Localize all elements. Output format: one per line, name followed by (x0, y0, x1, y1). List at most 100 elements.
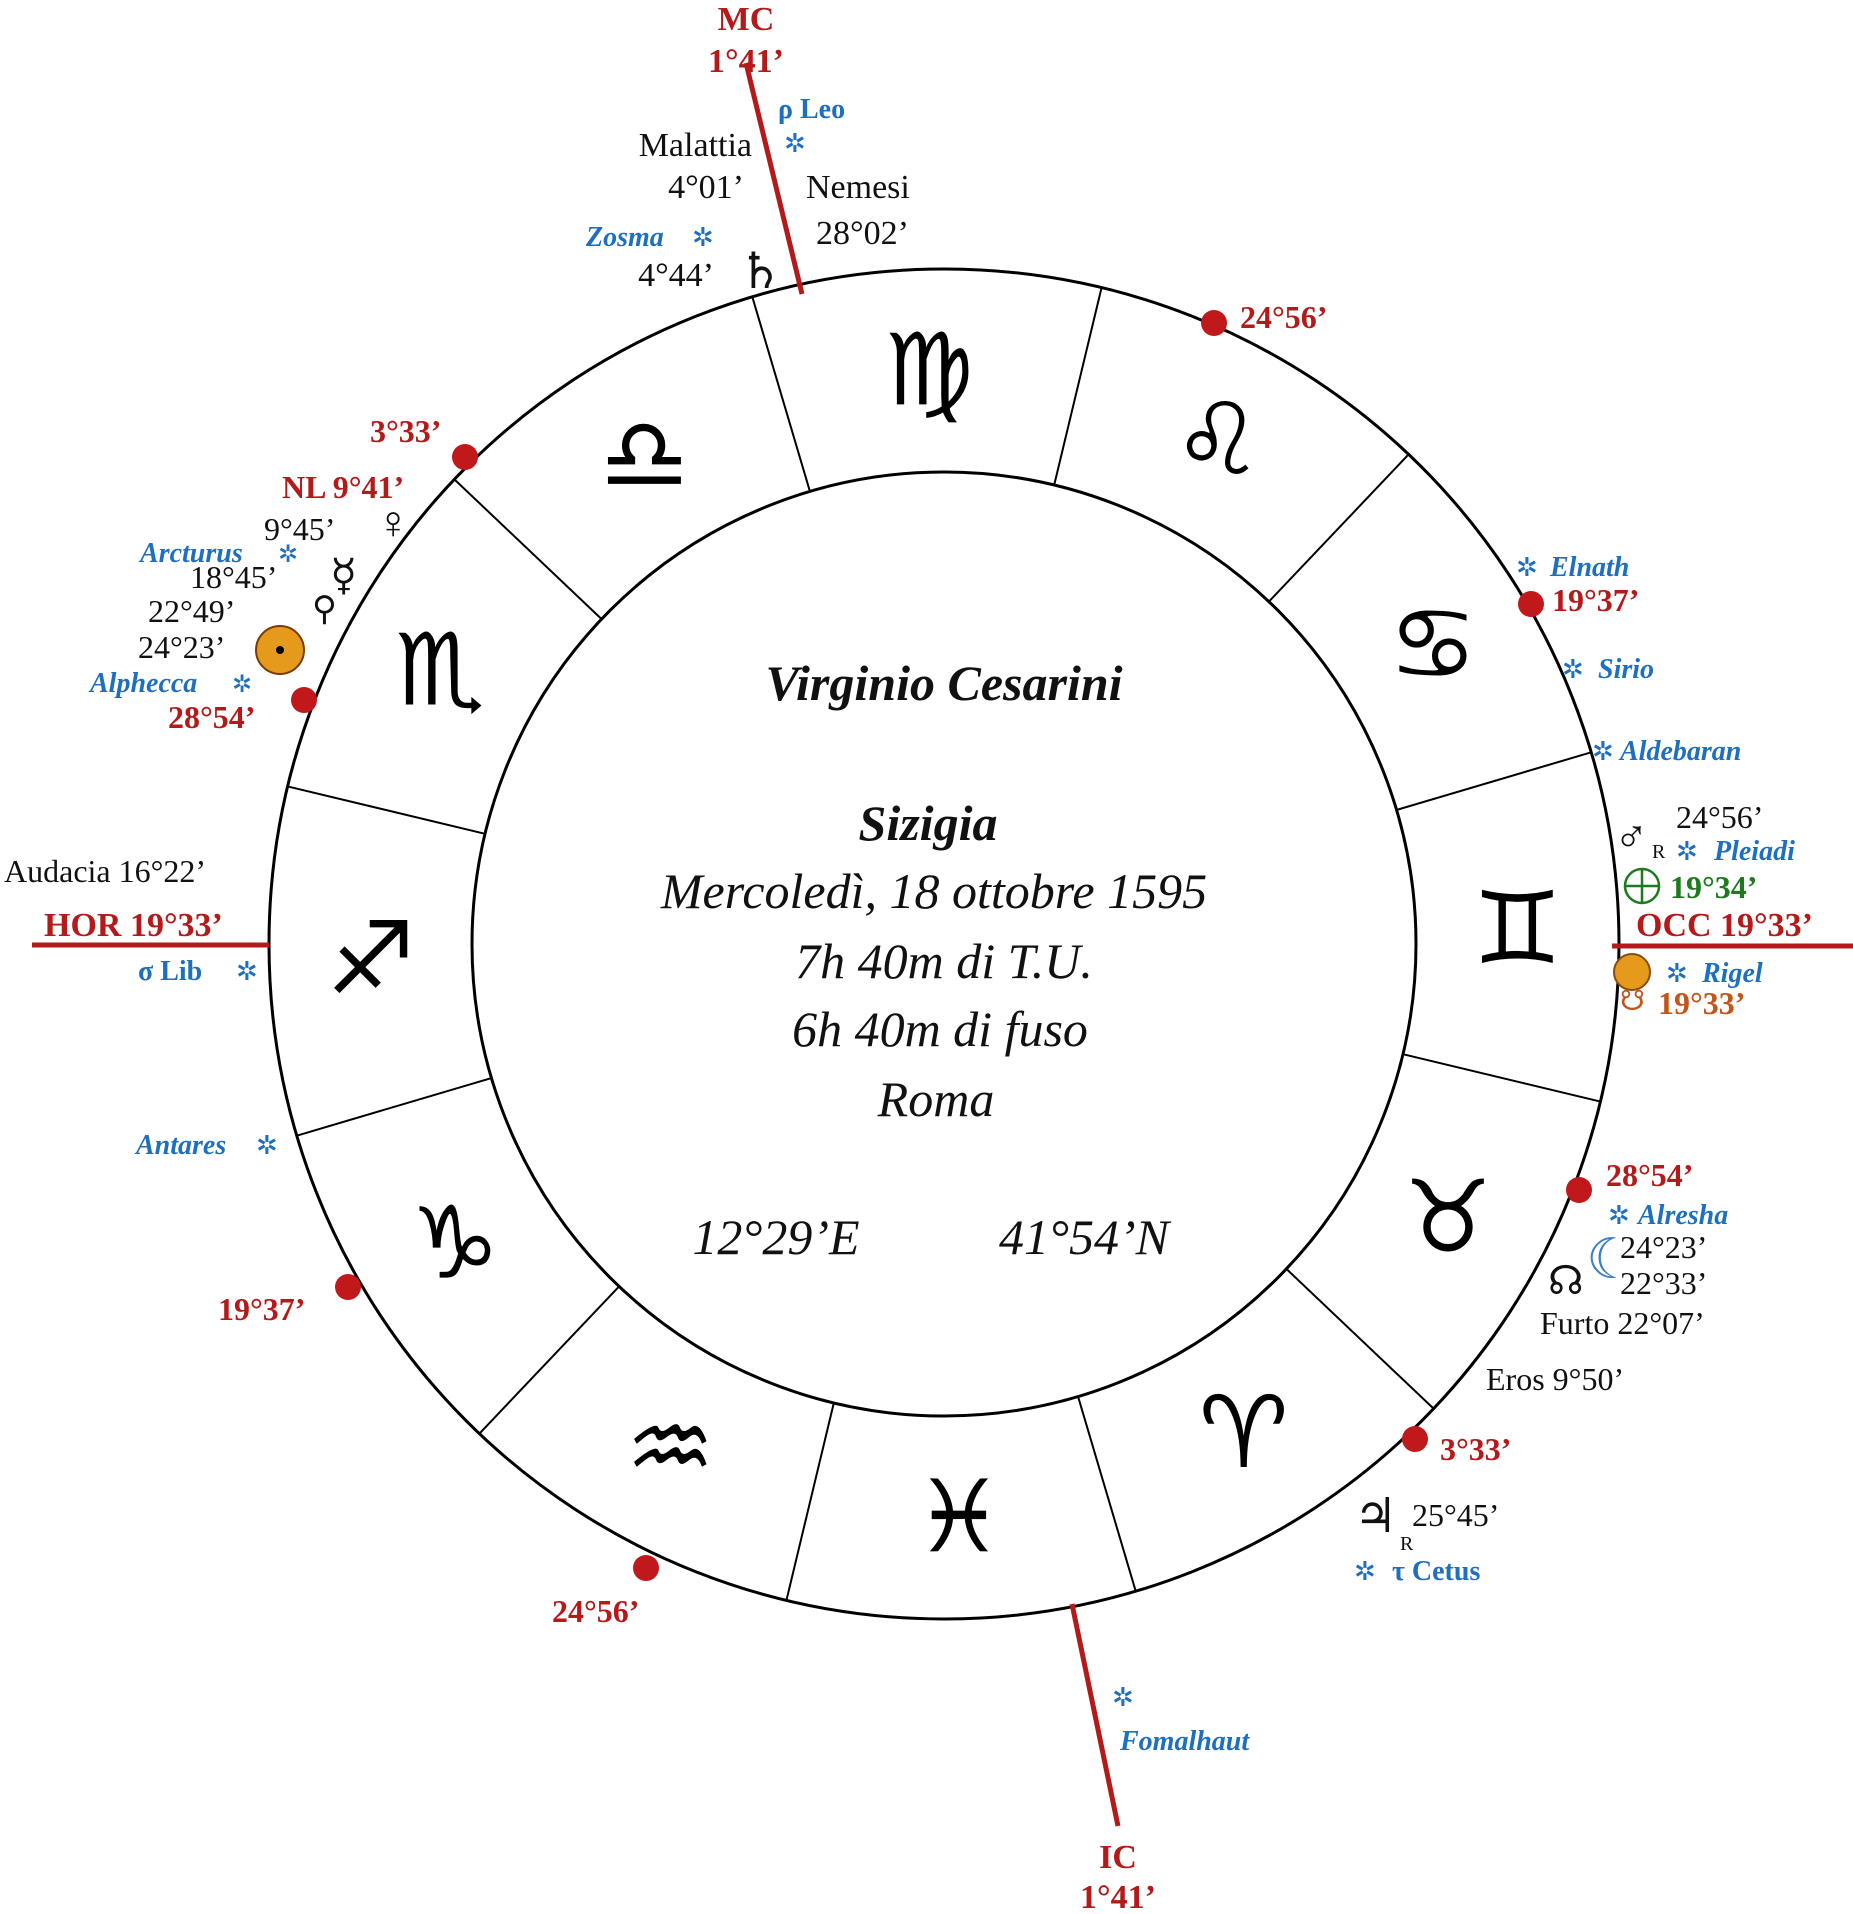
sign-divider (478, 1285, 620, 1435)
star-icon: ✲ (236, 957, 258, 986)
star-icon: ✲ (1516, 553, 1538, 582)
saturn-value: 4°44’ (638, 257, 714, 294)
fortune-value: 19°34’ (1670, 869, 1757, 905)
venus-icon: ♀ (376, 497, 411, 548)
event-place: Roma (877, 1071, 995, 1127)
star-icon: ✲ (1354, 1557, 1376, 1586)
cusp-label: 28°54’ (1606, 1157, 1693, 1193)
star-alphecca: Alphecca (88, 668, 197, 699)
venus-icon-2: ⚲ (312, 591, 337, 628)
node-icon: ☊ (1548, 1258, 1584, 1303)
sun-node-value: 19°33’ (1658, 985, 1745, 1021)
sign-divider (751, 296, 811, 492)
star-arcturus: Arcturus (138, 538, 243, 569)
zodiac-sign-icon: ♎︎ (600, 396, 690, 513)
ic-axis-line (1069, 1603, 1121, 1827)
event-time-zone: 6h 40m di fuso (792, 1001, 1088, 1057)
mars-icon: ♂ (1614, 811, 1649, 862)
zodiac-sign-icon: ♉︎ (1403, 1159, 1493, 1276)
cusp-label: 3°33’ (1440, 1431, 1511, 1467)
pof-value: 22°49’ (148, 593, 235, 629)
star-rigel: Rigel (1701, 958, 1763, 989)
cusp-label: 19°37’ (1552, 582, 1639, 618)
star-icon: ✲ (784, 129, 806, 158)
star-elnath: Elnath (1549, 552, 1629, 583)
mars-retrograde: R (1652, 841, 1666, 863)
sign-divider (1402, 1053, 1601, 1103)
ic-label: IC (1099, 1839, 1137, 1876)
zodiac-signs: ♌︎♋︎♊︎♉︎♈︎♓︎♒︎♑︎♐︎♏︎♎︎♍︎ (326, 312, 1562, 1576)
sign-divider (1285, 1268, 1435, 1410)
jupiter-value: 25°45’ (1412, 1497, 1499, 1533)
cusp-dot (335, 1274, 361, 1300)
star-rho-leo: ρ Leo (778, 94, 845, 125)
star-tau-cetus: τ Cetus (1392, 1556, 1480, 1587)
mc-axis-line (743, 62, 805, 295)
cusp-label: 3°33’ (370, 413, 441, 449)
moon-icon: ☾ (1586, 1229, 1636, 1291)
event-time-ut: 7h 40m di T.U. (795, 933, 1093, 989)
cusp-dot (1402, 1426, 1428, 1452)
hor-label: HOR 19°33’ (44, 907, 223, 944)
zodiac-sign-icon: ♏︎ (395, 611, 485, 728)
event-date: Mercoledì, 18 ottobre 1595 (660, 863, 1207, 919)
zodiac-sign-icon: ♋︎ (1388, 585, 1478, 702)
star-icon: ✲ (692, 223, 714, 252)
sign-dividers (287, 287, 1601, 1601)
moon-value: 24°23’ (1620, 1229, 1707, 1265)
lot-eros: Eros 9°50’ (1486, 1361, 1624, 1397)
zodiac-sign-icon: ♊︎ (1472, 870, 1562, 987)
cusp-dot (633, 1555, 659, 1581)
star-icon: ✲ (1112, 1683, 1134, 1712)
sign-divider (785, 1402, 835, 1601)
lot-nemesi-value: 28°02’ (816, 215, 909, 252)
saturn-icon: ♄ (738, 243, 783, 299)
sign-divider (296, 1077, 492, 1137)
star-zosma: Zosma (585, 222, 664, 253)
lot-audacia: Audacia 16°22’ (4, 853, 206, 889)
sun-icon-dot (276, 646, 284, 654)
cusp-label: 24°56’ (1240, 299, 1327, 335)
zodiac-sign-icon: ♓︎ (914, 1458, 1004, 1575)
mc-label: MC (718, 1, 775, 38)
inner-ring (470, 470, 1418, 1418)
lot-nl: NL 9°41’ (282, 469, 404, 505)
sign-divider (453, 478, 603, 620)
sign-divider (1268, 453, 1410, 603)
mars-value: 24°56’ (1676, 799, 1763, 835)
cusp-label: 19°37’ (218, 1291, 305, 1327)
star-icon: ✲ (1608, 1201, 1630, 1230)
mercury-icon: ☿ (330, 551, 357, 600)
star-icon: ✲ (1592, 737, 1614, 766)
star-fomalhaut: Fomalhaut (1119, 1726, 1250, 1757)
venus-value: 9°45’ (264, 511, 335, 547)
zodiac-sign-icon: ♐︎ (326, 900, 416, 1017)
cusp-dot (1566, 1177, 1592, 1203)
occ-label: OCC 19°33’ (1636, 907, 1813, 944)
longitude: 12°29’E (692, 1209, 859, 1265)
cusp-dot (1518, 591, 1544, 617)
sign-divider (1053, 287, 1103, 486)
sign-divider (287, 785, 486, 835)
cusp-dot (1201, 310, 1227, 336)
latitude: 41°54’N (999, 1209, 1172, 1265)
cusp-label: 28°54’ (168, 699, 255, 735)
mercury-value: 18°45’ (190, 559, 277, 595)
star-icon: ✲ (1562, 655, 1584, 684)
mc-value: 1°41’ (708, 43, 784, 80)
star-antares: Antares (134, 1130, 226, 1161)
jupiter-retrograde: R (1400, 1533, 1414, 1555)
zodiac-sign-icon: ♒︎ (626, 1389, 716, 1506)
sun-node-icon (1613, 953, 1651, 991)
sign-divider (1077, 1396, 1137, 1592)
sign-divider (1396, 751, 1592, 811)
event-title: Sizigia (859, 795, 998, 851)
lot-furto: Furto 22°07’ (1540, 1305, 1705, 1341)
ic-value: 1°41’ (1080, 1879, 1156, 1914)
node-icon-small: ☋ (1620, 986, 1645, 1017)
sun-value: 24°23’ (138, 629, 225, 665)
node-value: 22°33’ (1620, 1265, 1707, 1301)
cusp-markers: 24°56’ 3°33’ 19°37’ 28°54’ 28°54’ 3°33’ … (168, 299, 1693, 1629)
star-aldebaran: Aldebaran (1618, 736, 1741, 767)
